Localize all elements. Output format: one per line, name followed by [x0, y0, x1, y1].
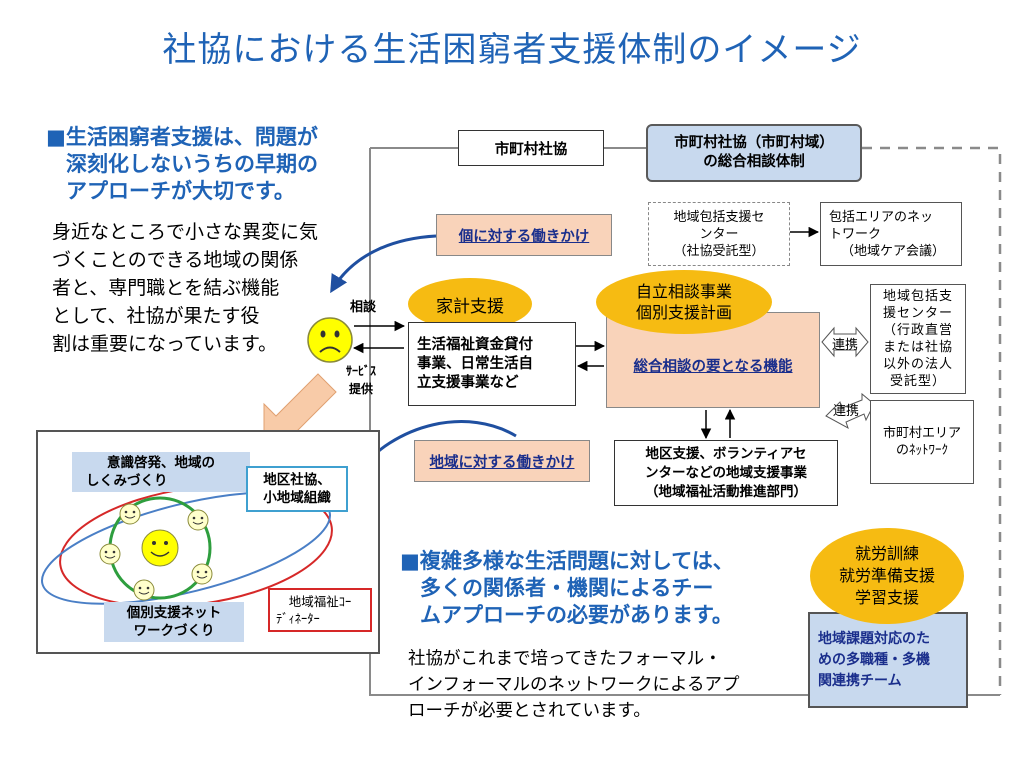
kobetsu-network-line: ワークづくり [133, 623, 215, 639]
service-label-line: ｻｰﾋﾞｽ [346, 364, 377, 378]
section2-body-line: インフォーマルのネットワークによるアプ [408, 675, 740, 695]
shikuchoson-shakyo-label: 市町村社協 [494, 141, 568, 158]
shuro-line: 学習支援 [854, 588, 919, 607]
section2-heading-line: ■複雑多様な生活問題に対しては、 [400, 549, 734, 573]
chiku-shien-line: 地区支援、ボランティアセ [645, 445, 807, 462]
section1-heading-line: アプローチが大切です。 [66, 179, 295, 203]
section1-body-line: 者と、専門職とを結ぶ機能 [52, 277, 280, 299]
shikin-kashitsuke-line: 生活福祉資金貸付 [417, 336, 533, 353]
kobetsu-network-label: 個別支援ネット ワークづくり [104, 602, 244, 642]
smiley-face-icon [187, 509, 209, 531]
houkatsu-other-line: 以外の法人 [882, 357, 953, 372]
team-line: 地域課題対応のた [818, 630, 930, 647]
ishiki-keihatsu-line: 意識啓発、地域の [107, 455, 215, 471]
section1-body: 身近なところで小さな異変に気 づくことのできる地域の関係 者と、専門職とを結ぶ機… [52, 218, 318, 358]
chiiki-houkatsu-shakyo-line: ンター [699, 226, 739, 242]
team-line: めの多職種・多機 [818, 651, 930, 668]
kakei-shien-label: 家計支援 [436, 296, 504, 317]
smiley-face-icon [141, 529, 179, 567]
shuro-line: 就労準備支援 [838, 566, 935, 585]
section1-body-line: として、社協が果たす役 [52, 305, 260, 327]
shuro-line: 就労訓練 [854, 544, 919, 563]
section1-heading-line: ■生活困窮者支援は、問題が [46, 125, 318, 149]
ko-hatarakikake-box: 個に対する働きかけ [436, 214, 612, 256]
service-label: ｻｰﾋﾞｽ 提供 [346, 362, 376, 398]
chiiki-houkatsu-shakyo-line: 地域包括支援セ [673, 209, 765, 225]
page-title: 社協における生活困窮者支援体制のイメージ [162, 30, 862, 70]
shikin-kashitsuke-line: 立支援事業など [417, 374, 519, 391]
coordinator-box: 地域福祉ｺｰ ﾃﾞｨﾈｰﾀｰ [268, 588, 372, 632]
houkatsu-area-line: 包括エリアのネッ [829, 209, 934, 225]
smiley-face-icon [191, 563, 213, 585]
kakei-shien-oval: 家計支援 [408, 278, 532, 330]
kobetsu-network-line: 個別支援ネット [126, 605, 222, 621]
chiiki-hatarakikake-label: 地域に対する働きかけ [429, 454, 575, 471]
sad-face-icon [307, 317, 353, 363]
sogo-kaname-label: 総合相談の要となる機能 [633, 358, 793, 375]
renkei-label-2: 連携 [833, 404, 860, 419]
chiiki-hatarakikake-box: 地域に対する働きかけ [414, 440, 590, 482]
houkatsu-area-box: 包括エリアのネッ トワーク （地域ケア会議） [820, 202, 962, 266]
houkatsu-other-line: 援センター [882, 306, 953, 321]
ishiki-keihatsu-label: 意識啓発、地域の しくみづくり [72, 452, 250, 492]
houkatsu-area-line: （地域ケア会議） [841, 243, 946, 259]
shuro-oval: 就労訓練 就労準備支援 学習支援 [810, 528, 964, 624]
section1-heading-line: 深刻化しないうちの早期の [66, 152, 318, 176]
chiku-shien-line: ンターなどの地域支援事業 [645, 464, 807, 481]
jiritsu-soudan-oval: 自立相談事業 個別支援計画 [596, 270, 772, 334]
chiku-shien-box: 地区支援、ボランティアセ ンターなどの地域支援事業 （地域福祉活動推進部門） [614, 440, 838, 506]
ko-hatarakikake-label: 個に対する働きかけ [458, 228, 590, 245]
ishiki-keihatsu-line: しくみづくり [86, 473, 168, 489]
houkatsu-other-line: または社協 [882, 340, 953, 355]
curved-arrow-icon [330, 234, 437, 294]
section1-body-line: 割は重要になっています。 [52, 333, 278, 355]
coordinator-line: 地域福祉ｺｰ [288, 594, 352, 609]
sogo-soudan-line: 市町村社協（市町村域） [674, 135, 834, 151]
chiku-shakyo-line: 地区社協、 [263, 472, 331, 488]
shikuchoson-shakyo-box: 市町村社協 [458, 130, 604, 166]
sogo-soudan-box: 市町村社協（市町村域） の総合相談体制 [646, 124, 862, 182]
houkatsu-other-box: 地域包括支 援センター （行政直営 または社協 以外の法人 受託型） [870, 284, 966, 394]
houkatsu-area-line: トワーク [829, 226, 882, 242]
smiley-face-icon [119, 503, 141, 525]
sogo-soudan-line: の総合相談体制 [703, 154, 805, 170]
chiku-shakyo-box: 地区社協、 小地域組織 [246, 466, 348, 512]
section1-heading: ■生活困窮者支援は、問題が 深刻化しないうちの早期の アプローチが大切です。 [46, 124, 318, 205]
smiley-face-icon [99, 543, 121, 565]
section2-heading-line: 多くの関係者・機関によるチー [420, 576, 714, 600]
chiku-shakyo-line: 小地域組織 [263, 490, 331, 506]
section2-body-line: 社協がこれまで培ってきたフォーマル・ [408, 649, 722, 669]
jiritsu-soudan-line: 自立相談事業 [635, 282, 732, 301]
team-line: 関連携チーム [818, 672, 902, 689]
section1-body-line: づくことのできる地域の関係 [52, 249, 299, 271]
service-label-line: 提供 [349, 382, 374, 396]
shikin-kashitsuke-box: 生活福祉資金貸付 事業、日常生活自 立支援事業など [408, 322, 576, 406]
houkatsu-other-line: 地域包括支 [882, 289, 953, 304]
team-box: 地域課題対応のた めの多職種・多機 関連携チーム [808, 612, 968, 708]
chiiki-houkatsu-shakyo-box: 地域包括支援セ ンター （社協受託型） [648, 202, 790, 266]
section2-heading: ■複雑多様な生活問題に対しては、 多くの関係者・機関によるチー ムアプローチの必… [400, 548, 734, 629]
section2-body-line: ローチが必要とされています。 [408, 701, 651, 721]
shikuchoson-area-box: 市町村エリア のﾈｯﾄﾜｰｸ [870, 400, 974, 484]
shikin-kashitsuke-line: 事業、日常生活自 [417, 355, 533, 372]
coordinator-line: ﾃﾞｨﾈｰﾀｰ [276, 611, 320, 626]
chiku-shien-line: （地域福祉活動推進部門） [645, 483, 807, 500]
shikuchoson-area-line: のﾈｯﾄﾜｰｸ [895, 443, 948, 458]
houkatsu-other-line: 受託型） [889, 374, 946, 389]
section2-body: 社協がこれまで培ってきたフォーマル・ インフォーマルのネットワークによるアプ ロ… [408, 646, 739, 724]
jiritsu-soudan-line: 個別支援計画 [635, 303, 732, 322]
shikuchoson-area-line: 市町村エリア [882, 426, 961, 441]
houkatsu-other-line: （行政直営 [882, 323, 953, 338]
renkei-label-1: 連携 [832, 338, 859, 353]
smiley-face-icon [133, 579, 155, 601]
chiiki-houkatsu-shakyo-line: （社協受託型） [673, 243, 765, 259]
soudan-label: 相談 [350, 300, 377, 315]
section1-body-line: 身近なところで小さな異変に気 [52, 221, 319, 243]
section2-heading-line: ムアプローチの必要があります。 [420, 603, 733, 627]
